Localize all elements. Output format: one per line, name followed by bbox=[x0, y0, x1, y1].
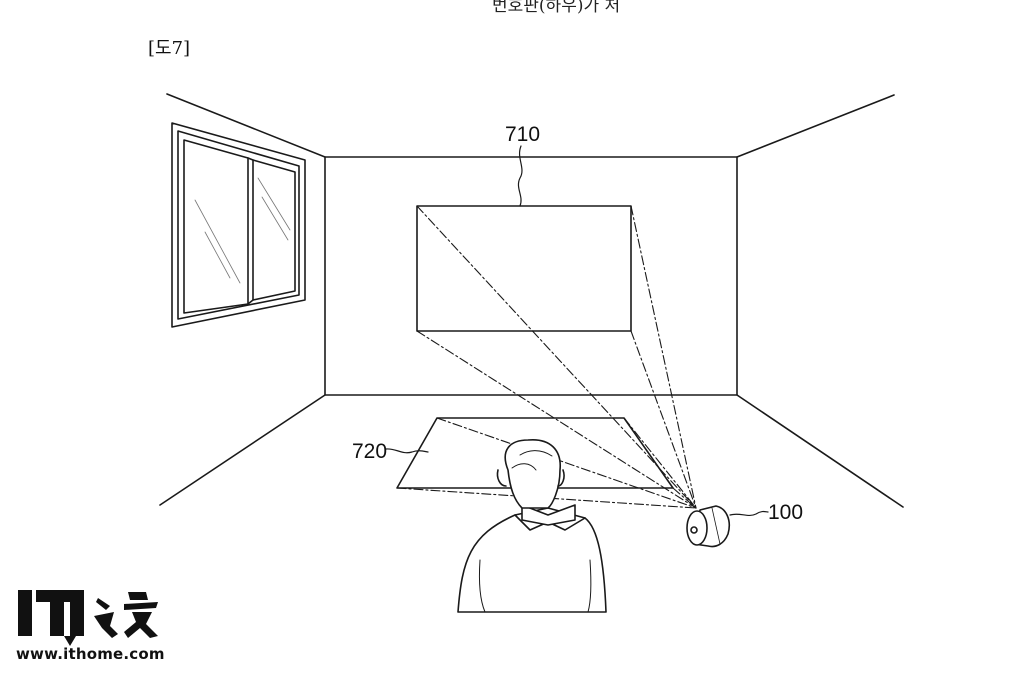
back-wall bbox=[324, 156, 738, 396]
ithome-url: www.ithome.com bbox=[16, 645, 165, 663]
person-head bbox=[504, 439, 561, 509]
room-lines bbox=[159, 93, 904, 508]
reference-720: 720 bbox=[352, 440, 387, 463]
projector-device bbox=[686, 505, 731, 548]
window bbox=[171, 122, 306, 328]
person bbox=[457, 439, 607, 613]
figure-label: [도7] bbox=[148, 38, 191, 59]
ceiling-right-edge bbox=[736, 94, 895, 158]
header-text: 번호판(하우)가 처 bbox=[492, 0, 621, 16]
leader-710 bbox=[517, 145, 523, 207]
floor-right-edge bbox=[736, 394, 904, 508]
leader-100 bbox=[729, 510, 769, 517]
ceiling-left-edge bbox=[166, 93, 326, 158]
floor-left-edge bbox=[159, 394, 326, 506]
ithome-logo bbox=[18, 590, 158, 646]
reference-100: 100 bbox=[768, 501, 803, 524]
reference-710: 710 bbox=[505, 123, 540, 146]
leader-720 bbox=[385, 448, 429, 454]
wall-projection-screen bbox=[416, 205, 632, 332]
